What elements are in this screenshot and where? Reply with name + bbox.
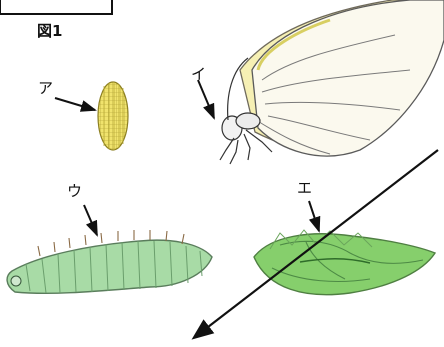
frame-fragment (0, 0, 112, 14)
butterfly-drawing (220, 0, 444, 164)
arrow-b (198, 80, 214, 118)
pupa-drawing (254, 230, 435, 295)
egg-drawing (98, 82, 128, 150)
arrow-c (84, 205, 97, 235)
caterpillar-drawing (7, 230, 212, 293)
arrow-d (309, 201, 319, 231)
arrow-a (55, 98, 95, 110)
